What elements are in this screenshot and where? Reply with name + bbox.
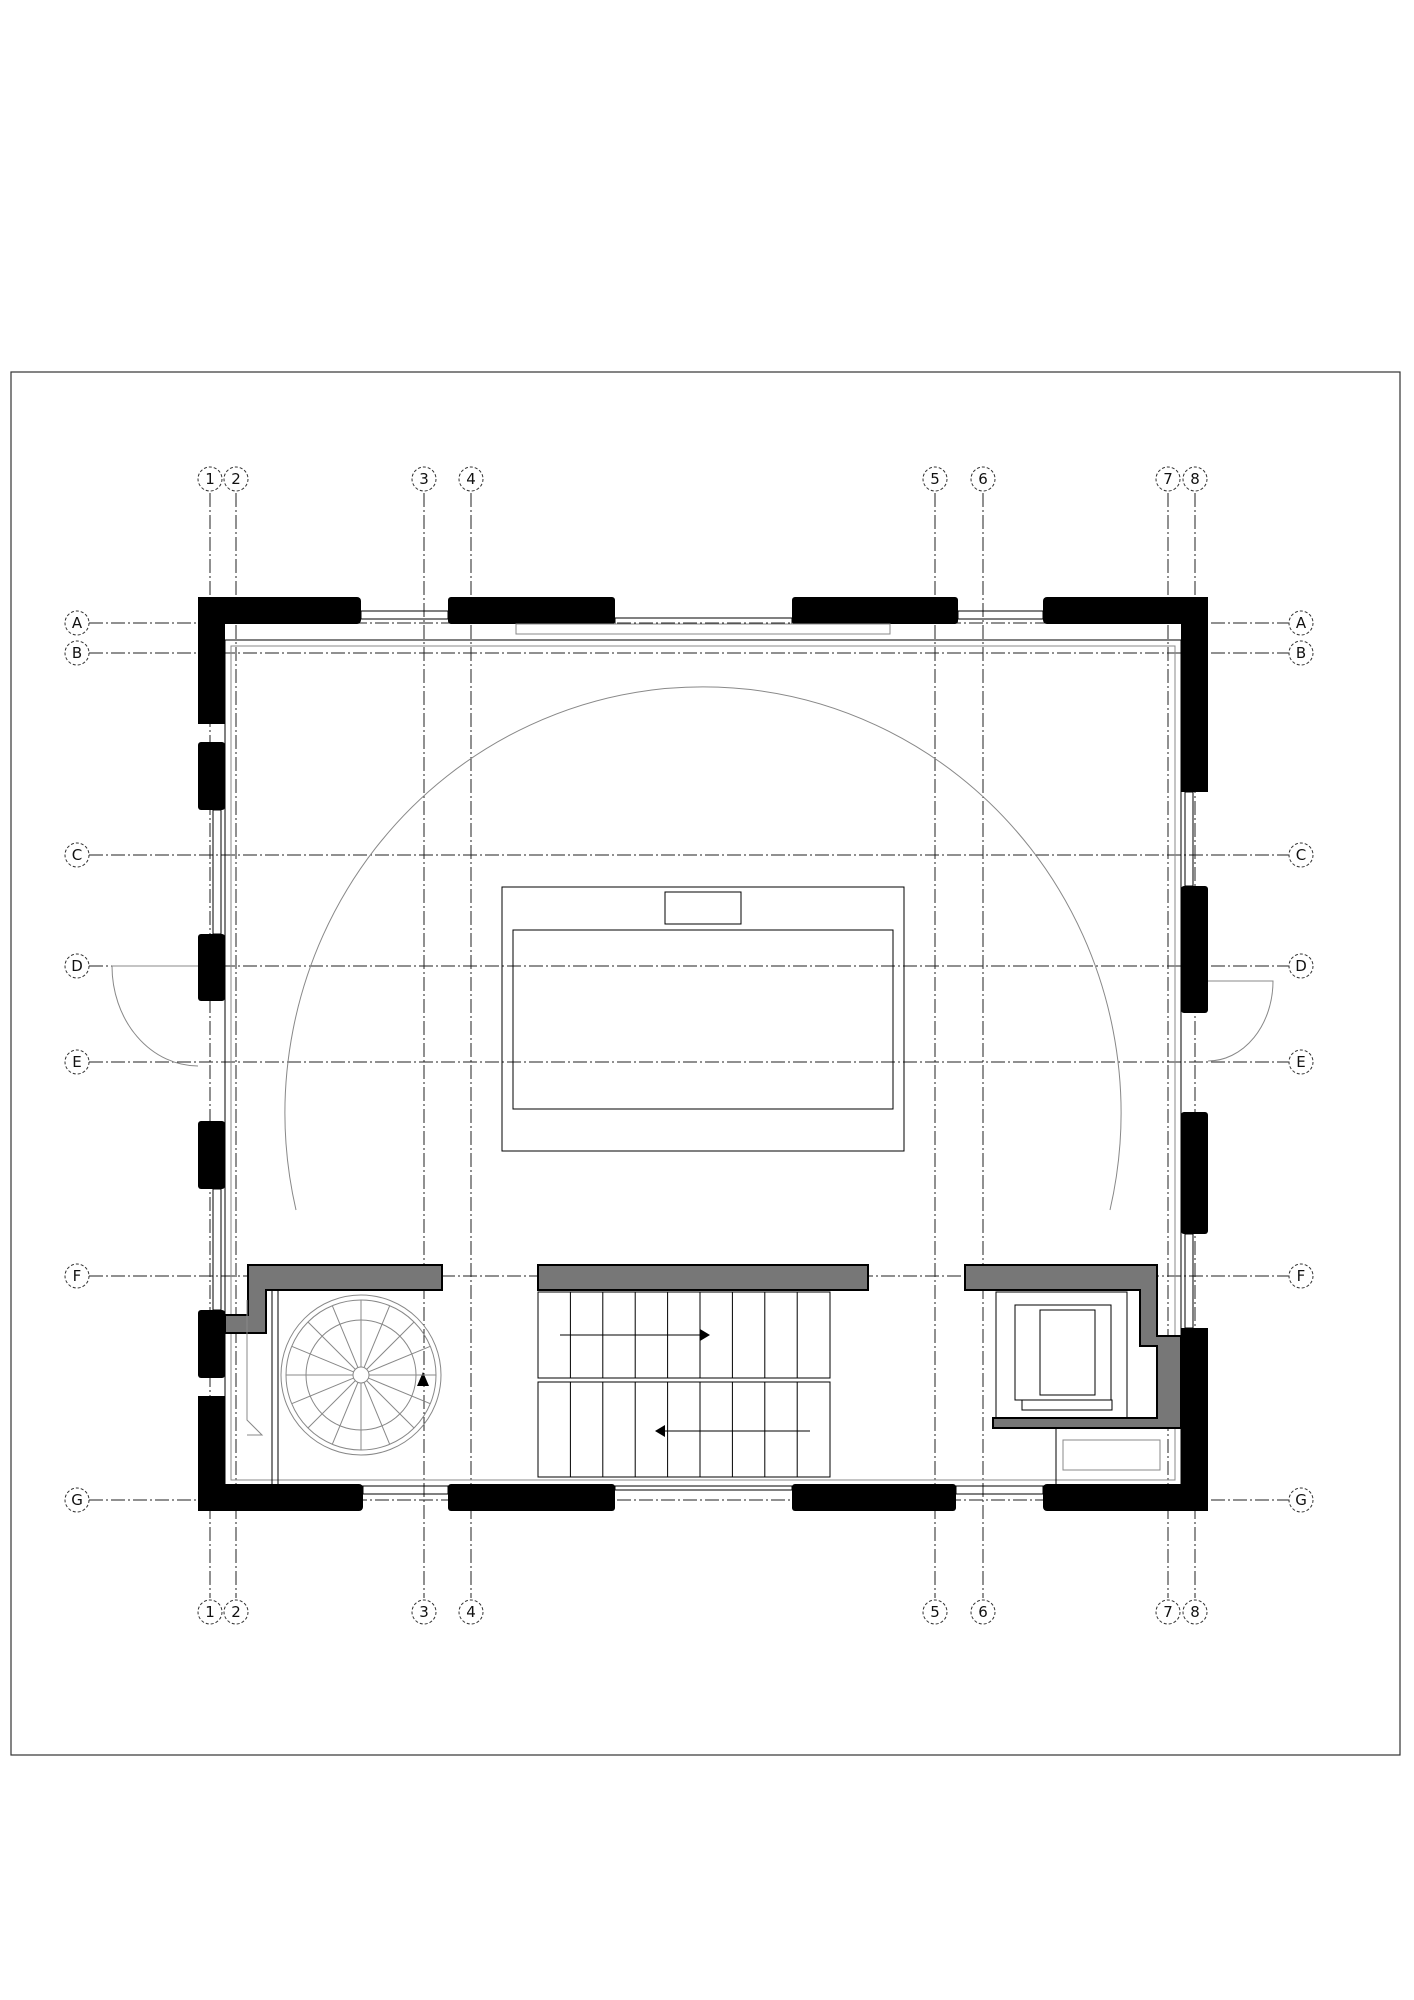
grid-bubble: F <box>1288 1263 1314 1289</box>
grid-bubble: C <box>64 842 90 868</box>
grid-bubble: D <box>64 953 90 979</box>
grid-bubble: 4 <box>458 1599 484 1625</box>
grid-label: 5 <box>930 470 940 488</box>
grid-bubble: B <box>1288 640 1314 666</box>
inner-lining <box>230 645 1176 1481</box>
grid-label: C <box>1296 846 1306 864</box>
grid-label: 3 <box>419 1603 429 1621</box>
grid-bubble: 3 <box>411 466 437 492</box>
spiral-tread <box>368 1345 431 1373</box>
swing-arc <box>284 686 1122 1211</box>
stair-down-arrow-icon <box>655 1425 665 1437</box>
stair-arrow-icon <box>417 1372 429 1386</box>
grid-label: C <box>72 846 82 864</box>
grid-label: E <box>72 1053 81 1071</box>
grid-label: E <box>1296 1053 1305 1071</box>
spiral-tread <box>363 1382 391 1445</box>
grid-label: 3 <box>419 470 429 488</box>
grid-label: 8 <box>1190 470 1200 488</box>
grid-bubble: 8 <box>1182 1599 1208 1625</box>
grid-bubble: 6 <box>970 1599 996 1625</box>
grid-label: 2 <box>231 1603 241 1621</box>
interior-walls <box>224 1264 1182 1429</box>
spiral-tread <box>363 1305 391 1368</box>
spiral-tread <box>291 1377 354 1405</box>
grid-bubble: 1 <box>197 1599 223 1625</box>
grid-bubble: G <box>64 1487 90 1513</box>
grid-label: G <box>1295 1491 1307 1509</box>
stair-up-arrow-icon <box>700 1329 710 1341</box>
grid-label: F <box>1297 1267 1306 1285</box>
spiral-tread <box>307 1380 356 1429</box>
grid-bubble: A <box>64 610 90 636</box>
grid-label: A <box>1296 614 1307 632</box>
straight-stairs <box>537 1291 831 1478</box>
inner-wall-line <box>224 639 1182 1487</box>
spiral-tread <box>331 1382 359 1445</box>
grid-bubble: 5 <box>922 1599 948 1625</box>
spiral-tread <box>366 1380 415 1429</box>
central-table <box>501 886 905 1152</box>
grid-label: G <box>71 1491 83 1509</box>
grid-bubble: 2 <box>223 1599 249 1625</box>
spiral-tread <box>291 1345 354 1373</box>
grid-bubble: B <box>64 640 90 666</box>
grid-label: 7 <box>1163 1603 1173 1621</box>
spiral-tread <box>307 1321 356 1370</box>
spiral-tread <box>368 1377 431 1405</box>
grid-bubble: A <box>1288 610 1314 636</box>
grid-bubble: 1 <box>197 466 223 492</box>
sheet-frame <box>10 371 1401 1756</box>
spiral-tread <box>366 1321 415 1370</box>
grid-label: 4 <box>466 470 476 488</box>
grid-bubble: 4 <box>458 466 484 492</box>
grid-bubble: 3 <box>411 1599 437 1625</box>
spiral-tread <box>331 1305 359 1368</box>
door-swing-east <box>1207 980 1274 1062</box>
elevator <box>995 1291 1161 1486</box>
grid-bubble: F <box>64 1263 90 1289</box>
grid-bubble: 6 <box>970 466 996 492</box>
windows <box>212 610 1194 1495</box>
grid-bubble: 5 <box>922 466 948 492</box>
grid-label: 1 <box>205 1603 215 1621</box>
grid-bubble: C <box>1288 842 1314 868</box>
grid-bubble: G <box>1288 1487 1314 1513</box>
grid-label: D <box>1295 957 1307 975</box>
grid-label: 7 <box>1163 470 1173 488</box>
exterior-walls <box>198 597 1208 1511</box>
spiral-stair <box>246 1289 442 1487</box>
grid-label: 8 <box>1190 1603 1200 1621</box>
grid-bubble: D <box>1288 953 1314 979</box>
grid-bubble: 7 <box>1155 466 1181 492</box>
grid-bubble: 7 <box>1155 1599 1181 1625</box>
grid-label: A <box>72 614 83 632</box>
grid-label: B <box>72 644 82 662</box>
grid-bubble: 2 <box>223 466 249 492</box>
grid-label: 4 <box>466 1603 476 1621</box>
grid-bubble: 8 <box>1182 466 1208 492</box>
grid-label: F <box>73 1267 82 1285</box>
grid-label: D <box>71 957 83 975</box>
grid-bubble: E <box>64 1049 90 1075</box>
grid-label: B <box>1296 644 1306 662</box>
grid-label: 6 <box>978 1603 988 1621</box>
grid-label: 6 <box>978 470 988 488</box>
grid-label: 2 <box>231 470 241 488</box>
grid-label: 1 <box>205 470 215 488</box>
door-swing-west <box>111 965 199 1067</box>
grid-label: 5 <box>930 1603 940 1621</box>
grid-bubble: E <box>1288 1049 1314 1075</box>
